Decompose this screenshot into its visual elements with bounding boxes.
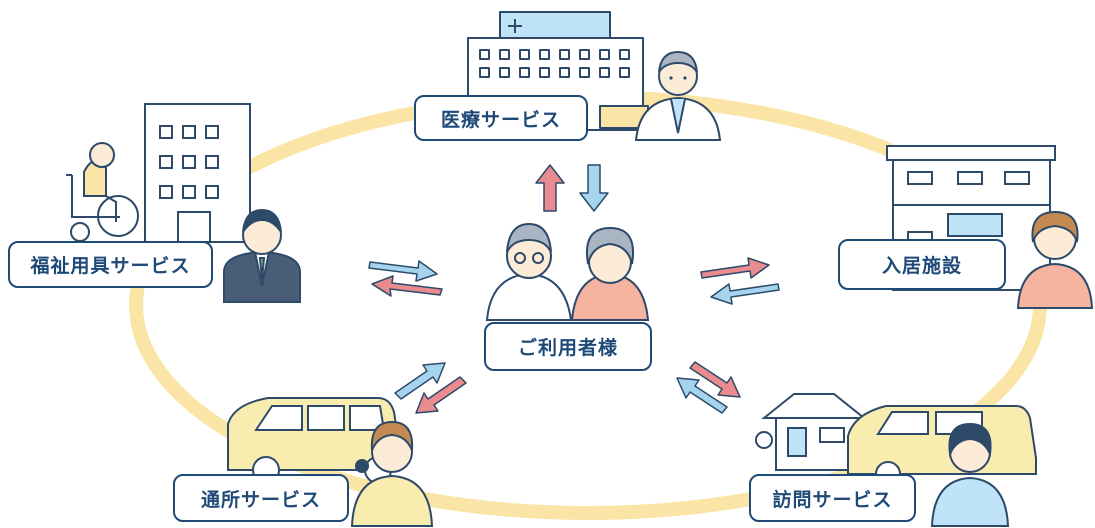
- day-service-label: 通所サービス: [173, 474, 349, 522]
- businessman-illustration: [223, 208, 301, 303]
- day-service-van-illustration: [227, 397, 401, 484]
- wheelchair-user-illustration: [66, 142, 139, 242]
- arrow-center-to-homevisit-icon: [689, 361, 741, 398]
- center-user-label: ご利用者様: [484, 322, 652, 371]
- residential-facility-label: 入居施設: [838, 239, 1006, 290]
- doctor-illustration: [634, 50, 722, 141]
- arrow-medical-to-center-icon: [579, 164, 609, 212]
- arrow-homevisit-to-center-icon: [676, 377, 728, 414]
- arrow-center-to-welfare-icon: [371, 275, 443, 297]
- elderly-couple-illustration: [485, 222, 650, 321]
- welfare-building-illustration: [144, 103, 251, 243]
- caregiver-woman-illustration: [1016, 210, 1094, 309]
- home-visit-service-label: 訪問サービス: [749, 474, 916, 522]
- arrow-welfare-to-center-icon: [368, 260, 438, 282]
- arrow-residential-to-center-icon: [710, 283, 780, 305]
- medical-service-label: 医療サービス: [414, 95, 588, 141]
- arrow-dayservice-to-center-icon: [394, 362, 446, 400]
- arrow-center-to-dayservice-icon: [415, 376, 467, 414]
- day-service-staff-illustration: [350, 420, 434, 527]
- home-visit-staff-illustration: [930, 422, 1010, 527]
- welfare-equipment-service-label: 福祉用具サービス: [8, 241, 213, 288]
- arrow-center-to-medical-icon: [535, 164, 565, 212]
- arrow-center-to-residential-icon: [700, 257, 770, 279]
